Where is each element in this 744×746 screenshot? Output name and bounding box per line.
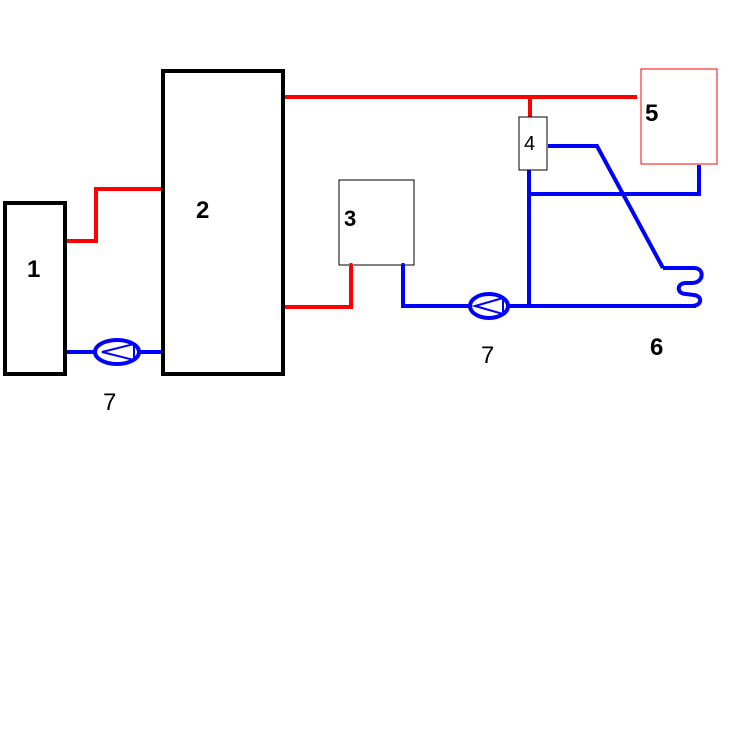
cold-pipe-5-return <box>529 165 701 196</box>
hot-pipe-1-to-2 <box>66 187 162 243</box>
pump-right-arrow <box>471 297 504 315</box>
hot-pipes <box>66 95 637 309</box>
label-pump-right: 7 <box>481 342 494 369</box>
circulation-pump-right <box>468 292 510 320</box>
box-5 <box>640 68 718 165</box>
box-2 <box>161 69 285 376</box>
label-box-5: 5 <box>645 100 658 127</box>
cold-pipe-4-to-coil <box>548 144 665 269</box>
box-1 <box>3 201 67 376</box>
label-pump-left: 7 <box>103 389 116 416</box>
cold-pipe-3-return <box>401 265 696 308</box>
label-box-3: 3 <box>344 206 356 231</box>
label-box-4: 4 <box>524 133 535 155</box>
box-4 <box>518 116 548 171</box>
label-coil-6: 6 <box>650 334 663 361</box>
heating-coil-icon <box>663 266 704 308</box>
circulation-pump-left <box>93 338 141 366</box>
box-3 <box>338 179 415 266</box>
hot-pipe-2-to-3 <box>284 266 353 309</box>
label-box-1: 1 <box>27 256 40 283</box>
pump-left-arrow <box>101 343 135 361</box>
label-box-2: 2 <box>196 197 209 224</box>
